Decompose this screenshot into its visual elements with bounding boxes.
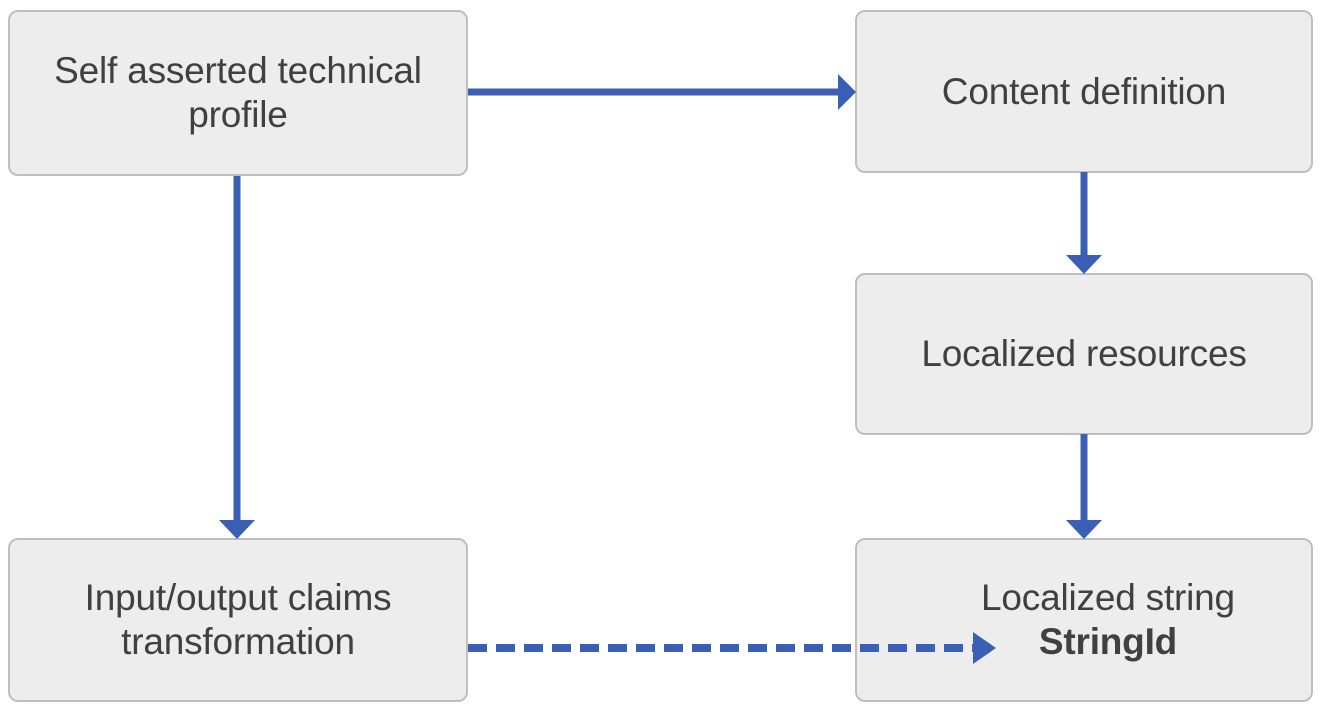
node-input-output-claims-transformation[interactable]: Input/output claims transformation xyxy=(8,538,468,702)
edge-self-asserted-to-claims-transformation xyxy=(219,176,255,539)
arrow-head-icon xyxy=(1066,255,1102,274)
node-label: Content definition xyxy=(941,70,1227,112)
node-localized-resources[interactable]: Localized resources xyxy=(855,273,1313,435)
node-label: Input/output claims transformation xyxy=(84,577,392,662)
node-label-line-1: Localized string xyxy=(981,577,1235,619)
node-label-string-id: StringId xyxy=(1038,621,1178,662)
edge-self-asserted-to-content-definition xyxy=(468,74,856,110)
arrow-head-icon xyxy=(838,74,856,110)
node-content-definition[interactable]: Content definition xyxy=(855,10,1313,173)
node-label: Self asserted technical profile xyxy=(54,50,422,135)
edge-content-definition-to-localized-resources xyxy=(1066,172,1102,274)
node-label: Localized resources xyxy=(921,333,1247,375)
arrow-head-icon xyxy=(219,520,255,539)
arrow-head-icon xyxy=(1066,520,1102,539)
edge-localized-resources-to-localized-string xyxy=(1066,434,1102,539)
node-self-asserted-technical-profile[interactable]: Self asserted technical profile xyxy=(8,10,468,176)
